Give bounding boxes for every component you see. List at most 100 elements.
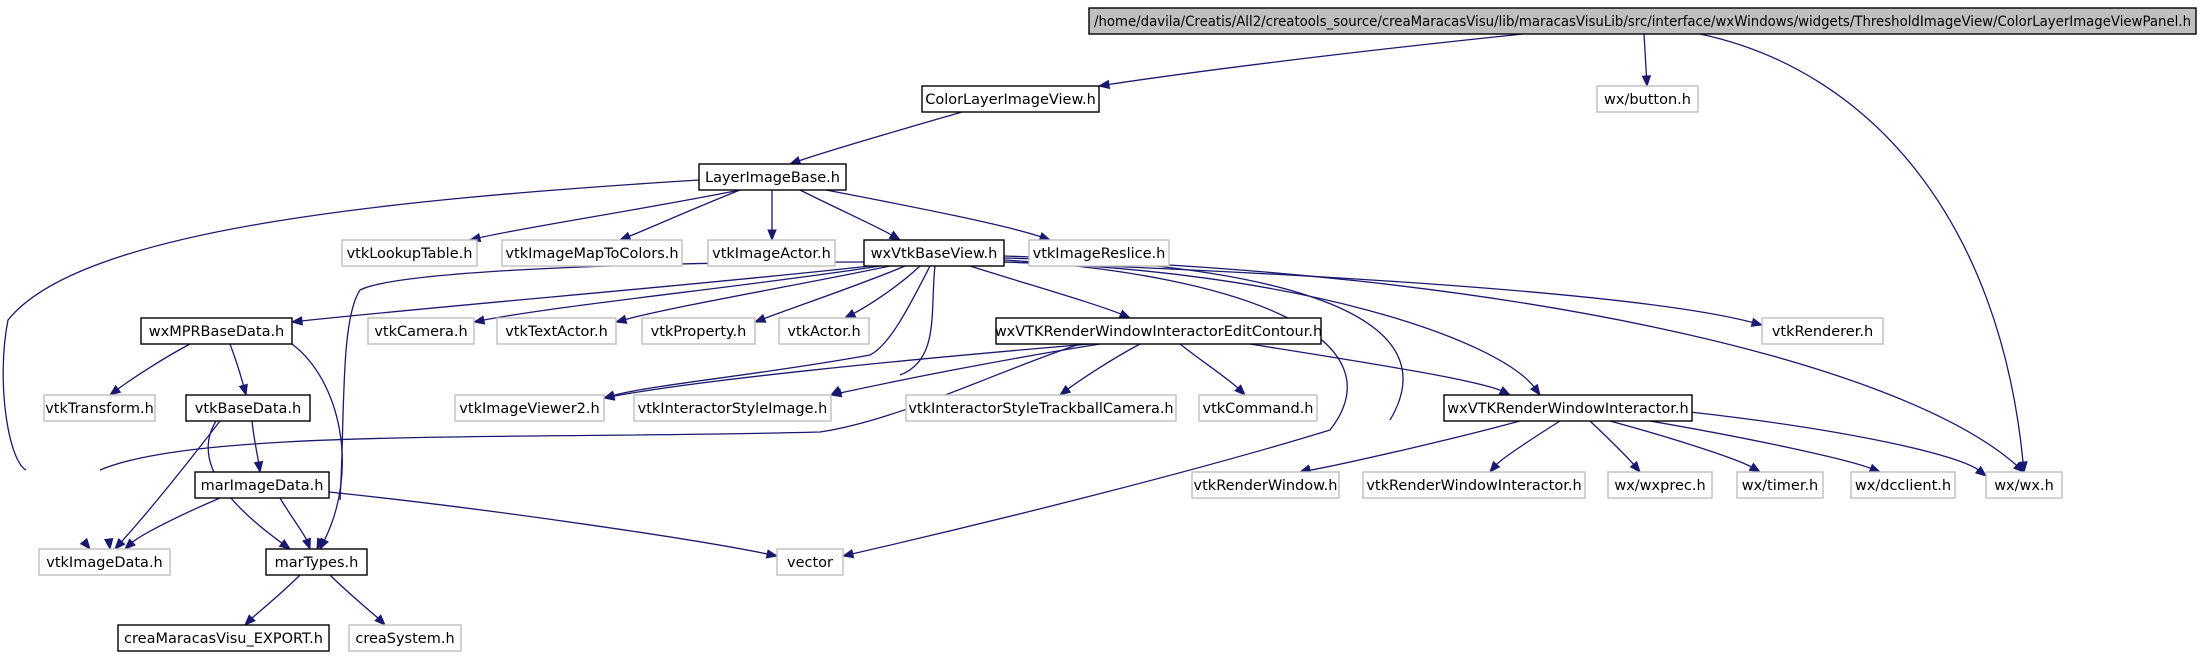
node-wxtimer: wx/timer.h	[1736, 471, 1824, 499]
edge-marimage-to-imagedata	[124, 497, 221, 550]
node-box	[707, 239, 836, 267]
edge-line	[130, 497, 221, 545]
edge-wxmpr-to-transform	[108, 343, 191, 396]
edge-arrowhead	[79, 537, 91, 551]
edge-arrowhead	[888, 230, 902, 241]
edge-wxvtkbase-to-actor	[843, 265, 921, 319]
edge-arrowhead	[1629, 460, 1641, 474]
edge-arrowhead	[1974, 465, 1988, 477]
node-renderwindow: vtkRenderWindow.h	[1191, 471, 1340, 499]
node-label: vtkCamera.h	[374, 324, 467, 340]
node-dcclient: wx/dcclient.h	[1850, 471, 1956, 499]
node-label: wxMPRBaseData.h	[149, 324, 285, 340]
node-box	[265, 548, 368, 576]
node-export[interactable]: creaMaracasVisu_EXPORT.h	[117, 624, 330, 652]
edge-arrowhead	[767, 229, 777, 242]
edge-arrowhead	[108, 384, 122, 396]
edge-line	[850, 259, 1348, 555]
edges-layer	[2, 33, 2028, 626]
node-colorlayer[interactable]: ColorLayerImageView.h	[921, 85, 1100, 113]
edge-line	[799, 189, 894, 237]
edge-colorlayer-to-layerbase	[788, 111, 963, 166]
node-imgactor: vtkImageActor.h	[707, 239, 836, 267]
edge-editcontour-to-imagedata	[99, 343, 1081, 551]
edge-layerbase-to-imgmap	[618, 189, 741, 241]
node-label: wxVtkBaseView.h	[871, 246, 998, 262]
node-label: vtkActor.h	[787, 324, 860, 340]
edge-line	[250, 574, 301, 620]
edge-arrowhead	[1529, 383, 1541, 397]
node-layerbase[interactable]: LayerImageBase.h	[698, 163, 847, 191]
node-renderer: vtkRenderer.h	[1761, 317, 1884, 345]
edge-line	[1066, 343, 1141, 391]
node-lut: vtkLookupTable.h	[341, 239, 478, 267]
node-viewer2: vtkImageViewer2.h	[454, 394, 605, 422]
node-martypes[interactable]: marTypes.h	[265, 548, 368, 576]
edge-line	[1689, 411, 1981, 472]
node-label: vtkImageData.h	[46, 555, 163, 571]
node-wxrwi[interactable]: wxVTKRenderWindowInteractor.h	[1443, 394, 1693, 422]
edge-line	[627, 189, 741, 238]
edge-root-to-wxwx	[1699, 33, 2028, 474]
node-trackball: vtkInteractorStyleTrackballCamera.h	[905, 394, 1177, 422]
node-imagedata: vtkImageData.h	[38, 548, 171, 576]
edge-layerbase-to-wxvtkbase	[799, 189, 902, 241]
edge-line	[1589, 420, 1636, 467]
node-label: vtkCommand.h	[1203, 401, 1314, 417]
edge-arrowhead	[1498, 386, 1512, 396]
edge-line	[1106, 33, 1524, 86]
node-textactor: vtkTextActor.h	[496, 317, 617, 345]
node-marimage[interactable]: marImageData.h	[194, 471, 330, 499]
node-wxmpr[interactable]: wxMPRBaseData.h	[140, 317, 293, 345]
node-reslice: vtkImageReslice.h	[1028, 239, 1170, 267]
node-label: vtkRenderer.h	[1772, 324, 1873, 340]
edge-line	[623, 265, 891, 321]
node-actor: vtkActor.h	[778, 317, 870, 345]
node-wxvtkbase[interactable]: wxVtkBaseView.h	[863, 239, 1005, 267]
edge-line	[251, 420, 260, 465]
node-styleimage: vtkInteractorStyleImage.h	[633, 394, 832, 422]
edge-arrowhead	[1750, 317, 1764, 327]
edge-line	[1494, 420, 1561, 467]
node-box	[1850, 471, 1956, 499]
node-label: vtkInteractorStyleTrackballCamera.h	[908, 401, 1173, 417]
edge-wxvtkbase-to-camera	[472, 265, 881, 325]
node-vtkbasedata[interactable]: vtkBaseData.h	[185, 394, 311, 422]
edge-line	[899, 265, 936, 376]
edge-wxrwi-to-renderwindow	[1298, 420, 1521, 475]
node-label: wxVTKRenderWindowInteractor.h	[1447, 401, 1688, 417]
edge-editcontour-to-trackball	[1058, 343, 1141, 396]
edge-line	[299, 265, 871, 322]
node-wxbutton: wx/button.h	[1596, 85, 1699, 113]
node-label: /home/davila/Creatis/All2/creatools_sour…	[1094, 14, 2191, 30]
edge-arrowhead	[374, 614, 386, 626]
edge-wxvtkbase-to-renderer	[1003, 261, 1764, 327]
edge-line	[1249, 343, 1504, 393]
edge-line	[291, 343, 343, 543]
node-box	[698, 163, 847, 191]
edge-vtkbasedata-to-marimage	[251, 420, 264, 474]
edge-wxrwi-to-rwinteractor	[1489, 420, 1561, 474]
edge-arrowhead	[472, 315, 486, 325]
edge-line	[797, 111, 963, 162]
node-box	[641, 317, 756, 345]
node-box	[863, 239, 1005, 267]
edge-wxmpr-to-martypes	[291, 343, 343, 551]
node-label: vtkBaseData.h	[195, 401, 301, 417]
edge-arrowhead	[1641, 75, 1652, 88]
node-box	[194, 471, 330, 499]
edge-line	[825, 189, 1043, 238]
edge-line	[2, 179, 700, 471]
node-camera: vtkCamera.h	[367, 317, 475, 345]
edge-line	[279, 497, 308, 542]
node-label: creaMaracasVisu_EXPORT.h	[124, 631, 323, 647]
edge-marimage-to-martypes	[279, 497, 311, 551]
node-box	[341, 239, 478, 267]
edge-arrowhead	[244, 614, 256, 626]
edge-arrowhead	[103, 537, 114, 551]
node-box	[1761, 317, 1884, 345]
node-editcontour[interactable]: wxVTKRenderWindowInteractorEditContour.h	[995, 317, 1322, 345]
edge-arrowhead	[829, 388, 843, 398]
node-box	[348, 624, 462, 652]
node-label: marImageData.h	[201, 478, 324, 494]
